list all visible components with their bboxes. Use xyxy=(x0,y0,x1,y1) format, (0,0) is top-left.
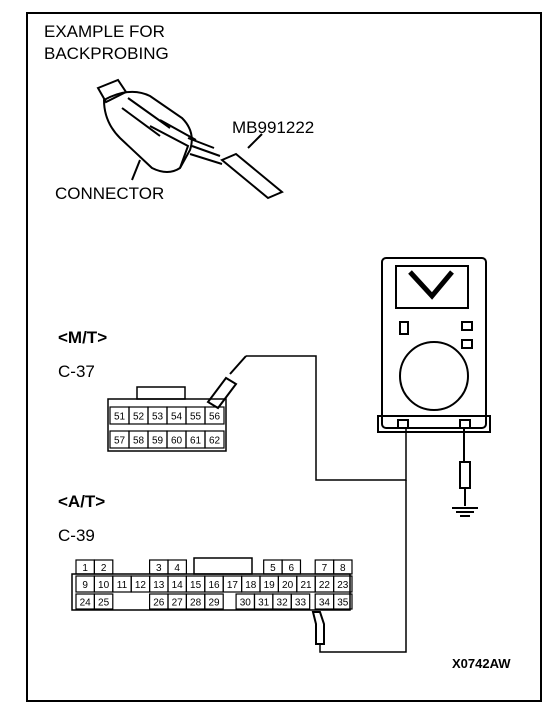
connector-label: CONNECTOR xyxy=(55,184,165,203)
at-pin-13: 13 xyxy=(153,580,165,591)
at-label: <A/T> xyxy=(58,492,106,511)
at-pin-32: 32 xyxy=(277,598,289,609)
mt-pin-57: 57 xyxy=(114,436,126,447)
mt-pin-55: 55 xyxy=(190,412,202,423)
mt-pin-grid: 51 52 53 54 55 56 57 58 59 60 61 62 xyxy=(109,406,225,449)
figure-id: X0742AW xyxy=(452,656,511,671)
at-pin-3: 3 xyxy=(156,563,162,574)
at-pin-31: 31 xyxy=(258,598,270,609)
at-pin-35-box xyxy=(333,593,353,610)
at-pin-12: 12 xyxy=(135,580,147,591)
at-pin-20: 20 xyxy=(282,580,294,591)
mt-pin-54: 54 xyxy=(171,412,183,423)
mt-wire xyxy=(246,355,407,481)
at-pin-7: 7 xyxy=(322,563,328,574)
mt-pin-51: 51 xyxy=(114,412,126,423)
at-pin-23-box xyxy=(333,575,353,593)
at-pin-33: 33 xyxy=(295,598,307,609)
mt-connector xyxy=(107,386,227,452)
tool-label: MB991222 xyxy=(232,118,315,137)
at-pin-19: 19 xyxy=(264,580,276,591)
title-line-2: BACKPROBING xyxy=(44,44,169,63)
at-pin-10: 10 xyxy=(98,580,110,591)
multimeter xyxy=(377,257,491,517)
mt-pin-56: 56 xyxy=(209,412,221,423)
at-probe xyxy=(311,611,325,645)
at-pin-21: 21 xyxy=(300,580,312,591)
at-pin-15: 15 xyxy=(190,580,202,591)
at-pin-2-box xyxy=(93,559,114,575)
at-pin-24: 24 xyxy=(80,598,92,609)
mt-pin-60: 60 xyxy=(171,436,183,447)
at-pin-25: 25 xyxy=(98,598,110,609)
at-pin-5: 5 xyxy=(270,563,276,574)
at-pin-34: 34 xyxy=(319,598,331,609)
mt-pin-58: 58 xyxy=(133,436,145,447)
at-pin-6-box xyxy=(281,559,302,575)
at-pin-35: 35 xyxy=(337,598,349,609)
at-pin-8-box xyxy=(333,559,353,575)
at-pin-8: 8 xyxy=(340,563,346,574)
at-wire xyxy=(319,480,407,653)
at-pin-2: 2 xyxy=(101,563,107,574)
at-connector-code: C-39 xyxy=(58,526,95,545)
at-pin-14: 14 xyxy=(172,580,184,591)
at-pin-9: 9 xyxy=(82,580,88,591)
at-pin-1: 1 xyxy=(82,563,88,574)
at-pin-4-box xyxy=(167,559,187,575)
at-pin-33-box xyxy=(290,593,311,610)
at-pin-18: 18 xyxy=(245,580,257,591)
mt-probe xyxy=(206,355,247,410)
diagram-frame xyxy=(26,12,542,702)
mt-label: <M/T> xyxy=(58,328,108,347)
at-pin-26: 26 xyxy=(153,598,165,609)
at-pin-30: 30 xyxy=(240,598,252,609)
at-pin-6: 6 xyxy=(288,563,294,574)
at-pin-28: 28 xyxy=(190,598,202,609)
at-pin-25-box xyxy=(93,593,114,610)
mt-pin-59: 59 xyxy=(152,436,164,447)
at-pin-29-box xyxy=(204,593,224,610)
at-pin-23: 23 xyxy=(337,580,349,591)
at-pin-16: 16 xyxy=(208,580,220,591)
mt-pin-52: 52 xyxy=(133,412,145,423)
mt-connector-code: C-37 xyxy=(58,362,95,381)
at-pin-4: 4 xyxy=(174,563,180,574)
title-line-1: EXAMPLE FOR xyxy=(44,22,165,41)
at-pin-29: 29 xyxy=(208,598,220,609)
at-pin-11: 11 xyxy=(117,580,128,591)
backprobing-illustration xyxy=(96,78,284,200)
mt-pin-62-box xyxy=(204,430,225,449)
mt-pin-53: 53 xyxy=(152,412,164,423)
at-pin-27: 27 xyxy=(172,598,184,609)
mt-pin-61: 61 xyxy=(190,436,202,447)
at-pin-17: 17 xyxy=(227,580,239,591)
at-pin-22: 22 xyxy=(319,580,331,591)
mt-pin-62: 62 xyxy=(209,436,221,447)
